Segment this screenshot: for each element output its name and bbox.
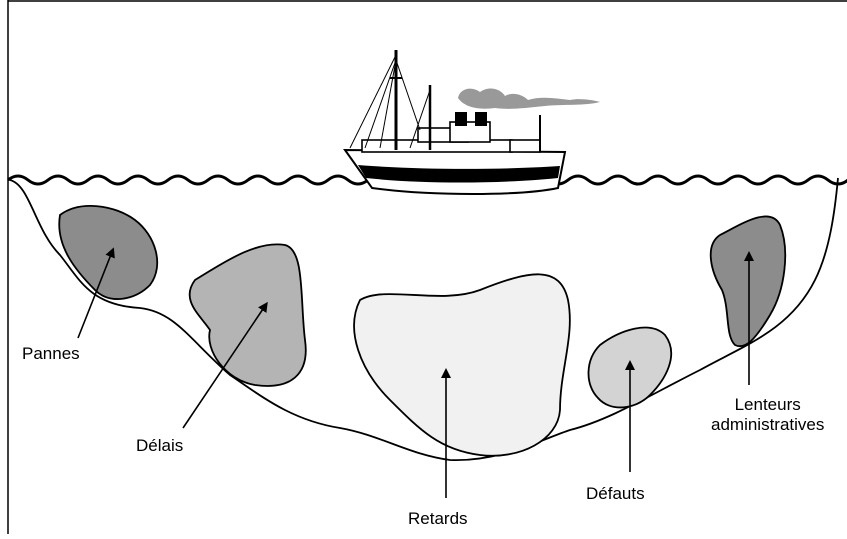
label-defauts: Défauts	[586, 484, 645, 504]
rock-delais	[190, 244, 306, 386]
label-delais: Délais	[136, 436, 183, 456]
rock-pannes	[59, 206, 157, 299]
label-pannes: Pannes	[22, 344, 80, 364]
label-retards: Retards	[408, 509, 468, 529]
ship-icon	[345, 50, 600, 194]
label-lenteurs-administratives: Lenteurs administratives	[711, 395, 824, 435]
smoke-icon	[458, 89, 600, 109]
rock-retards	[354, 274, 570, 455]
rock-lenteurs	[711, 216, 785, 346]
